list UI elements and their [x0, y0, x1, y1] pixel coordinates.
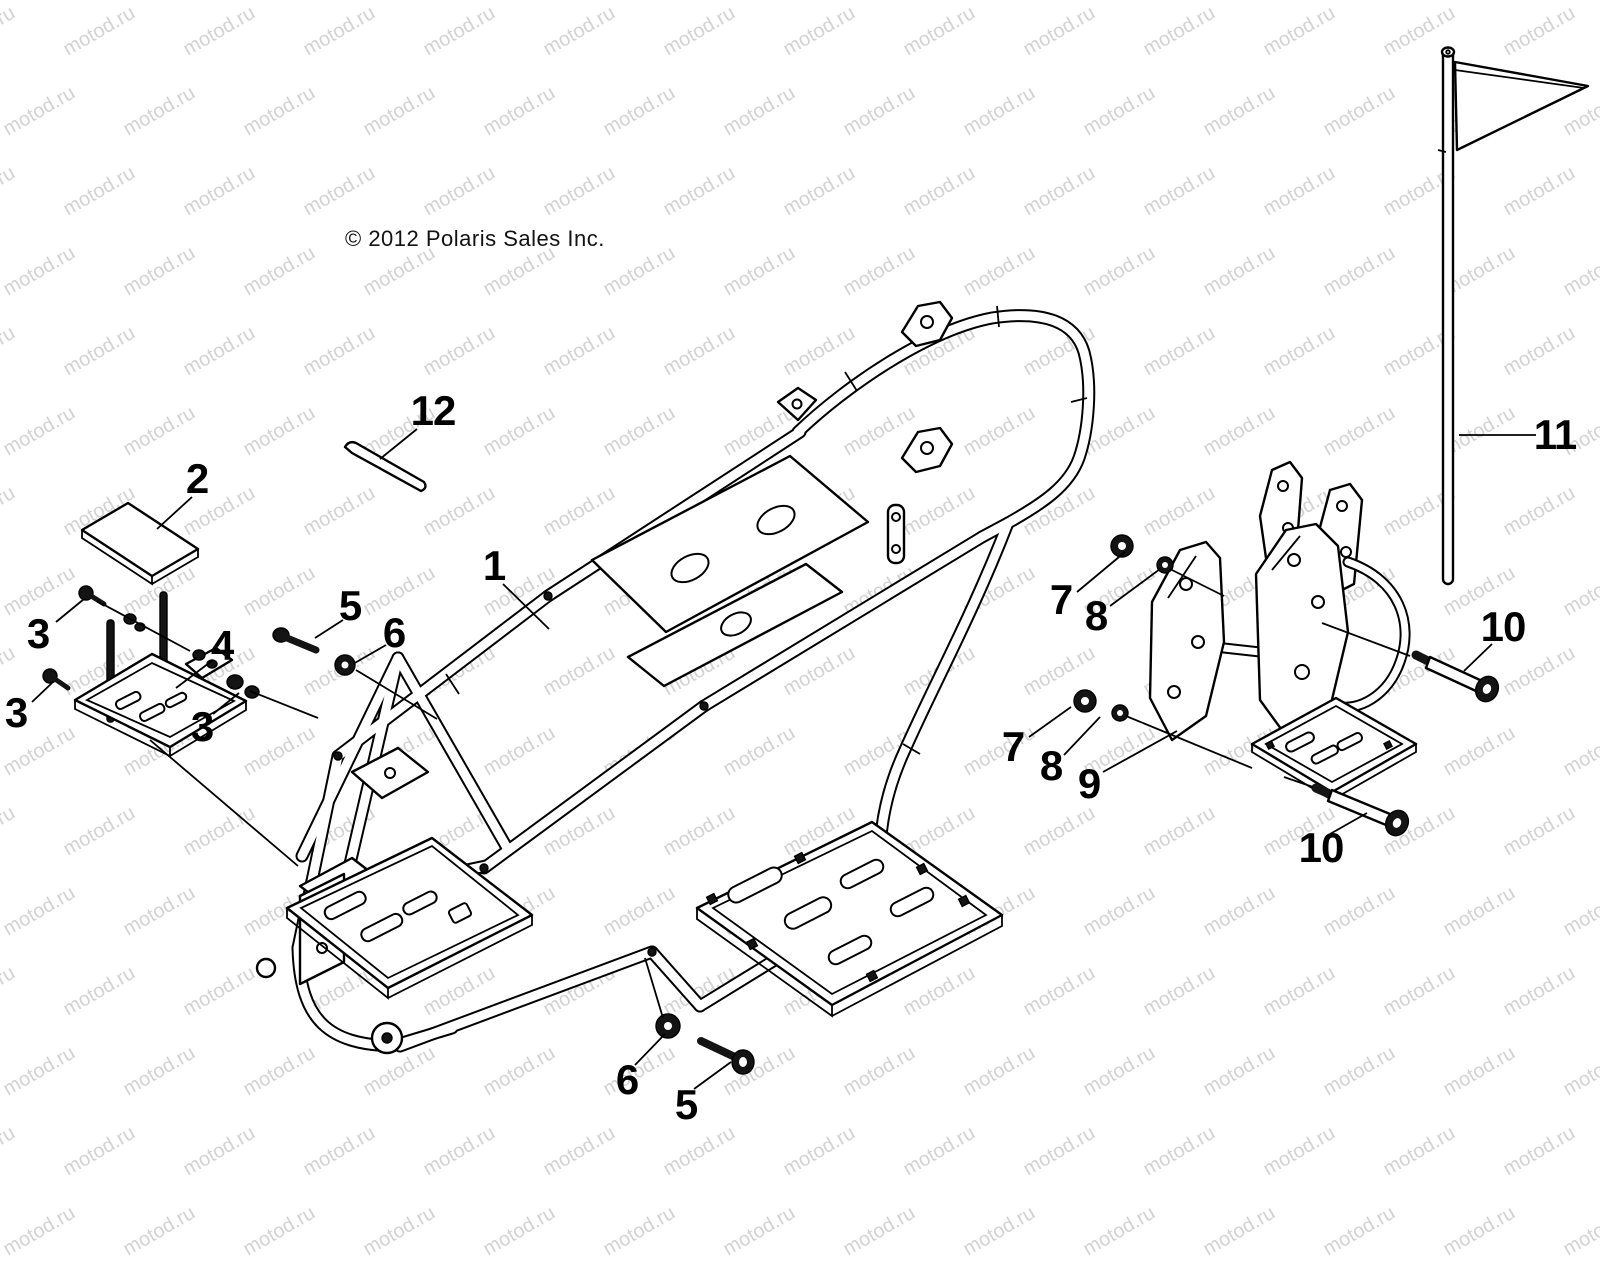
washer-part8-lower [1111, 704, 1129, 722]
leader-line-6 [352, 644, 387, 665]
watermark-text: motod.ru [839, 1201, 919, 1261]
leader-line-7 [1028, 706, 1072, 738]
leader-lines [31, 428, 1536, 1090]
callout-label-9: 9 [1077, 760, 1101, 807]
association-line [249, 690, 319, 719]
association-line [355, 669, 438, 720]
watermark-text: motod.ru [719, 1201, 799, 1261]
callout-label-12: 12 [410, 387, 457, 434]
leader-line-10 [1463, 643, 1493, 672]
flange-nut-part7-lower [1073, 689, 1097, 713]
flag-whip-part11 [1437, 46, 1590, 586]
callout-label-6: 6 [615, 1056, 639, 1103]
copyright-notice: © 2012 Polaris Sales Inc. [345, 226, 605, 251]
left-foot-plate [285, 836, 534, 1000]
callout-label-1: 1 [482, 542, 506, 589]
callout-label-10: 10 [1480, 603, 1527, 650]
association-line [1169, 568, 1225, 597]
watermark-text: motod.ru [599, 1201, 679, 1261]
bolt-part10-upper [1411, 650, 1500, 703]
leader-line-8 [1063, 716, 1101, 756]
callout-label-6: 6 [382, 609, 406, 656]
strip-part12 [343, 440, 427, 493]
bolt-part5-lower [697, 1037, 755, 1075]
leader-line-10 [1329, 812, 1368, 835]
leader-line-7 [1076, 551, 1126, 593]
watermark-text: motod.ru [1559, 1201, 1600, 1261]
leader-line-5 [314, 619, 344, 639]
bolt-part5-upper [272, 627, 320, 654]
washer-part8-upper [1156, 556, 1174, 574]
callout-label-3: 3 [26, 610, 50, 657]
callout-label-8: 8 [1039, 742, 1063, 789]
association-line [96, 600, 191, 652]
nut-part6-upper [334, 654, 356, 676]
callout-label-8: 8 [1084, 592, 1108, 639]
callout-label-11: 11 [1533, 411, 1577, 458]
leader-line-9 [1102, 730, 1178, 773]
watermark-text: motod.ru [1199, 1201, 1279, 1261]
leader-line-3 [55, 598, 85, 623]
flange-nut-part7-upper [1110, 534, 1134, 558]
association-line [1125, 715, 1253, 769]
skid-plate-assembly-part4 [73, 591, 248, 758]
leader-line-8 [1109, 568, 1161, 607]
association-line [149, 739, 299, 867]
callout-label-10: 10 [1298, 824, 1345, 871]
parts-diagram [31, 46, 1590, 1090]
callout-label-3: 3 [190, 703, 214, 750]
leader-line-2 [156, 496, 193, 530]
association-line [1283, 776, 1314, 788]
watermark-text: motod.ru [479, 1201, 559, 1261]
nut-part6-lower [655, 1013, 681, 1039]
engine-mount-bracket-assembly [1148, 460, 1418, 802]
mount-plate-part2 [80, 501, 200, 586]
callout-label-7: 7 [1049, 576, 1073, 623]
watermark-text: motod.ru [1319, 1201, 1399, 1261]
callout-label-5: 5 [338, 582, 362, 629]
frame-center-platform [590, 454, 870, 688]
watermark-text: motod.ru [1079, 1201, 1159, 1261]
watermark-text: motod.ru [239, 1201, 319, 1261]
callout-label-3: 3 [4, 689, 28, 736]
callout-label-7: 7 [1001, 723, 1025, 770]
leader-line-3 [212, 692, 240, 715]
leader-line-12 [379, 428, 418, 460]
watermark-text: motod.ru [119, 1201, 199, 1261]
association-line [1321, 622, 1411, 657]
leader-line-4 [175, 659, 214, 689]
watermark-text: motod.ru [959, 1201, 1039, 1261]
right-foot-plate [695, 820, 1004, 1018]
main-frame [255, 300, 1096, 1055]
callout-label-5: 5 [674, 1081, 698, 1128]
leader-line-3 [31, 682, 53, 703]
leader-line-5 [693, 1061, 732, 1090]
bolt-part10-lower [1311, 783, 1410, 837]
watermark-text: motod.ru [0, 1201, 79, 1261]
watermark-text: motod.ru [1439, 1201, 1519, 1261]
leader-line-1 [502, 583, 550, 630]
footrest-plate [1250, 696, 1418, 802]
leader-line-6 [634, 1033, 666, 1066]
association-line [644, 957, 664, 1019]
watermark-text: motod.ru [359, 1201, 439, 1261]
callout-label-2: 2 [185, 455, 209, 502]
callout-label-4: 4 [210, 622, 234, 669]
